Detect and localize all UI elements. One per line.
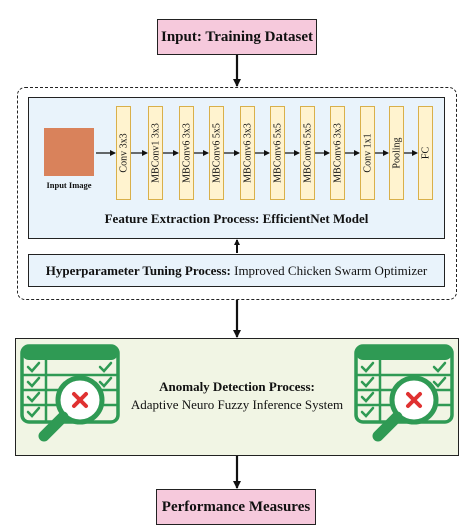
layer-mbconv6-5x5-c: MBConv6 5x5 (300, 106, 315, 200)
layer-mbconv6-5x5-b: MBConv6 5x5 (270, 106, 285, 200)
layer-conv-3x3: Conv 3x3 (116, 106, 131, 200)
layer-fc: FC (418, 106, 433, 200)
performance-measures-label: Performance Measures (161, 498, 311, 515)
layer-mbconv1-3x3: MBConv1 3x3 (148, 106, 163, 200)
layer-conv-1x1: Conv 1x1 (360, 106, 375, 200)
layer-mbconv6-3x3-a: MBConv6 3x3 (179, 106, 194, 200)
hyperparameter-tuning-box: Hyperparameter Tuning Process: Improved … (28, 254, 445, 287)
layer-mbconv6-3x3-b: MBConv6 3x3 (240, 106, 255, 200)
hyperparameter-method: Improved Chicken Swarm Optimizer (230, 262, 428, 278)
input-dataset-box: Input: Training Dataset (157, 19, 317, 55)
performance-measures-box: Performance Measures (156, 489, 316, 525)
spreadsheet-search-icon-right (354, 344, 454, 442)
layer-mbconv6-5x5-a: MBConv6 5x5 (209, 106, 224, 200)
anomaly-detection-subtitle: Adaptive Neuro Fuzzy Inference System (130, 397, 344, 412)
anomaly-detection-title: Anomaly Detection Process: (159, 379, 315, 394)
feature-extraction-title: Feature Extraction Process: EfficientNet… (104, 211, 369, 226)
layer-mbconv6-3x3-c: MBConv6 3x3 (330, 106, 345, 200)
input-image (44, 128, 94, 176)
layer-pooling: Pooling (389, 106, 404, 200)
efficientnet-pipeline-container (17, 87, 457, 300)
feature-extraction-box (28, 97, 445, 239)
spreadsheet-search-icon-left (20, 344, 120, 442)
input-dataset-label: Input: Training Dataset (161, 28, 313, 45)
hyperparameter-title: Hyperparameter Tuning Process: (45, 262, 231, 278)
input-image-label: Input Image (46, 180, 92, 190)
